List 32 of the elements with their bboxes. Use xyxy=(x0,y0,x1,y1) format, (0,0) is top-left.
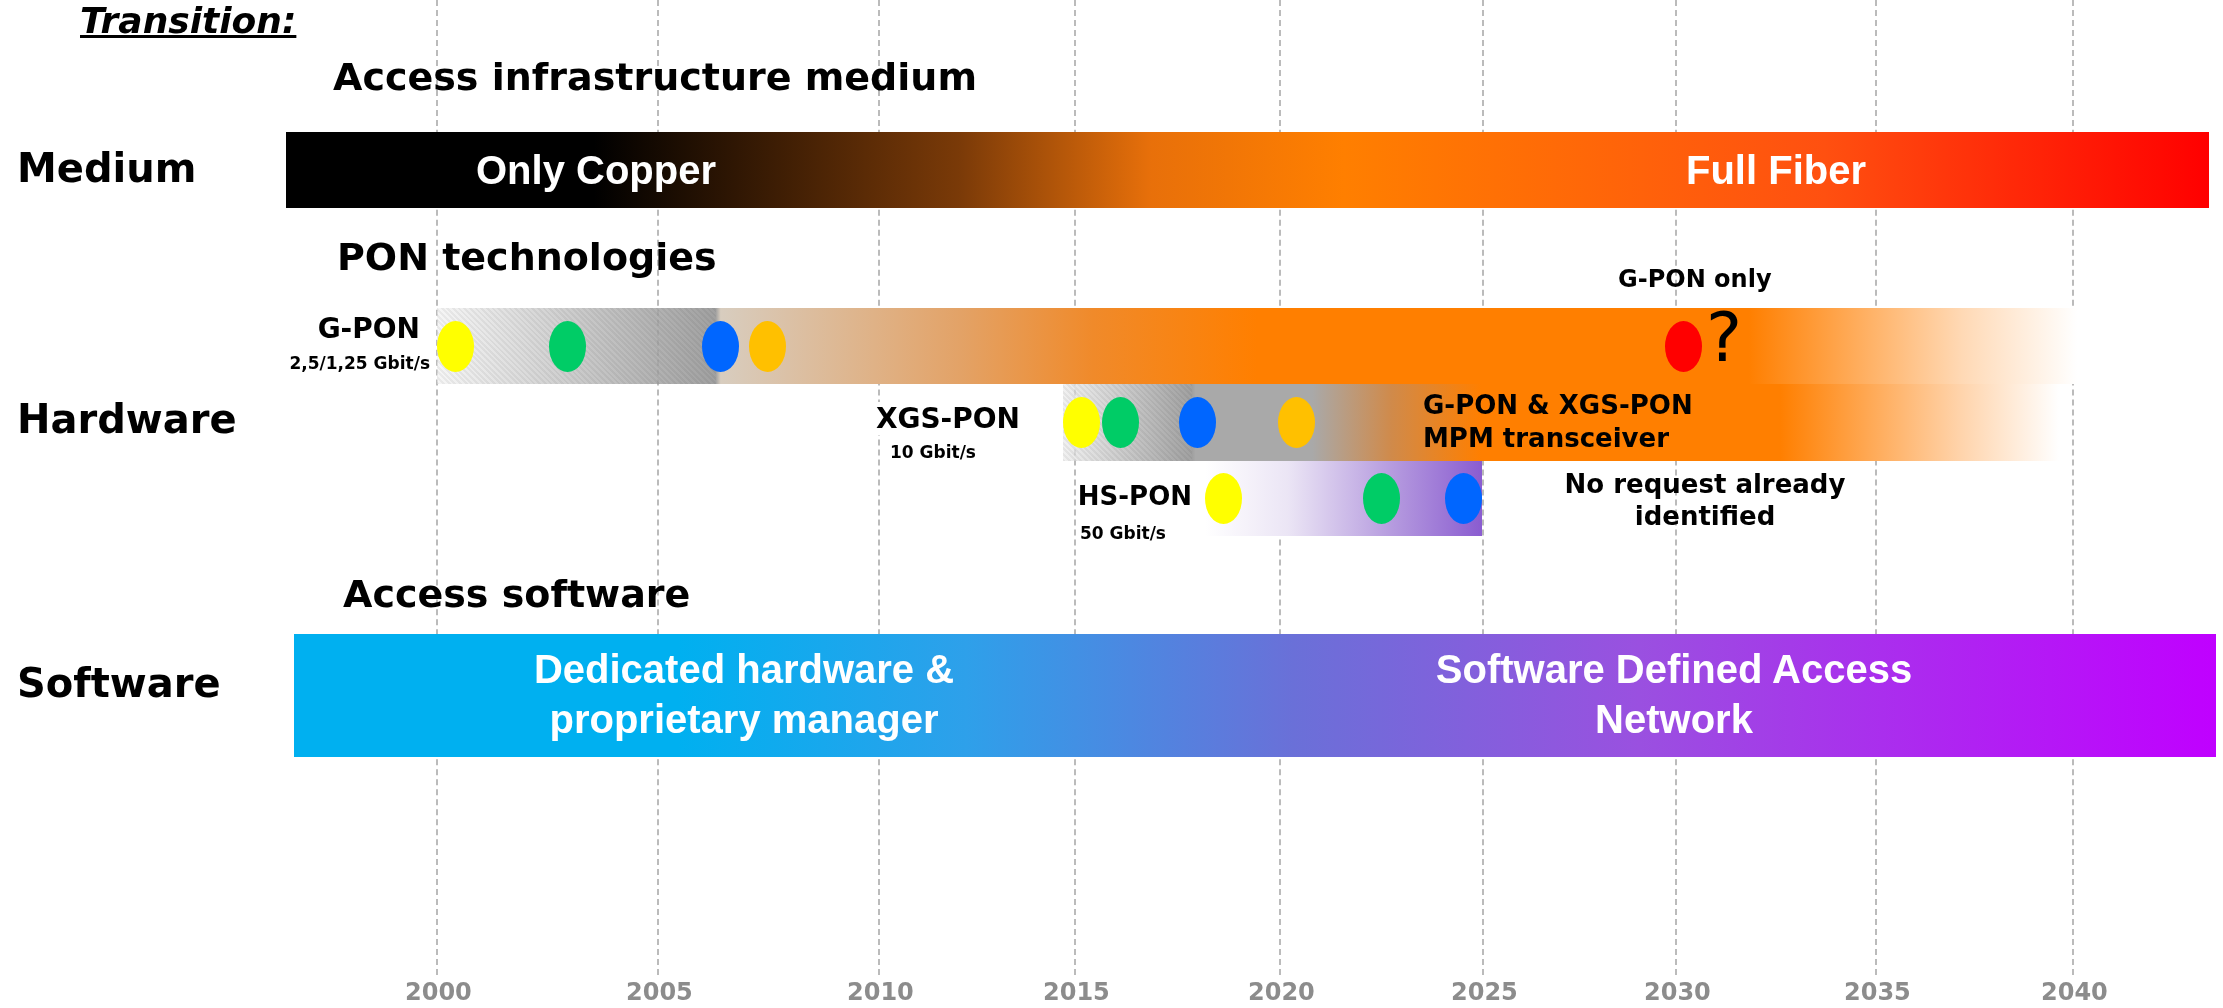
year-label: 2035 xyxy=(1844,978,1911,1006)
bitrate-label: 50 Gbit/s xyxy=(1080,523,1166,543)
year-label: 2030 xyxy=(1644,978,1711,1006)
timeline-bar xyxy=(437,308,2077,384)
year-label: 2020 xyxy=(1248,978,1315,1006)
year-label: 2015 xyxy=(1043,978,1110,1006)
question-mark: ? xyxy=(1706,298,1743,378)
bar-label: Only Copper xyxy=(475,147,717,194)
page-title: Transition: xyxy=(80,0,297,41)
section-heading: Access software xyxy=(343,572,691,616)
annotation-text: No request already identified xyxy=(1563,468,1847,532)
bar-label: Dedicated hardware & proprietary manager xyxy=(532,646,956,743)
year-label: 2010 xyxy=(847,978,914,1006)
row-label: Medium xyxy=(17,145,197,191)
section-heading: PON technologies xyxy=(337,235,717,279)
annotation-text: G-PON only xyxy=(1618,265,1772,293)
bar-label: G-PON & XGS-PON MPM transceiver xyxy=(1423,389,1694,455)
section-heading: Access infrastructure medium xyxy=(333,55,977,99)
timeline-bar xyxy=(294,634,2216,757)
row-label: Software xyxy=(17,660,221,706)
technology-name: XGS-PON xyxy=(875,402,1020,435)
timeline-bar xyxy=(286,132,2209,208)
row-label: Hardware xyxy=(17,396,237,442)
timeline-bar xyxy=(1205,461,1482,536)
year-label: 2000 xyxy=(405,978,472,1006)
year-label: 2025 xyxy=(1451,978,1518,1006)
year-label: 2005 xyxy=(626,978,693,1006)
bitrate-label: 2,5/1,25 Gbit/s xyxy=(289,353,430,373)
year-label: 2040 xyxy=(2041,978,2108,1006)
bitrate-label: 10 Gbit/s xyxy=(890,442,976,462)
bar-label: Full Fiber xyxy=(1685,147,1867,194)
bar-label: Software Defined Access Network xyxy=(1434,646,1914,743)
